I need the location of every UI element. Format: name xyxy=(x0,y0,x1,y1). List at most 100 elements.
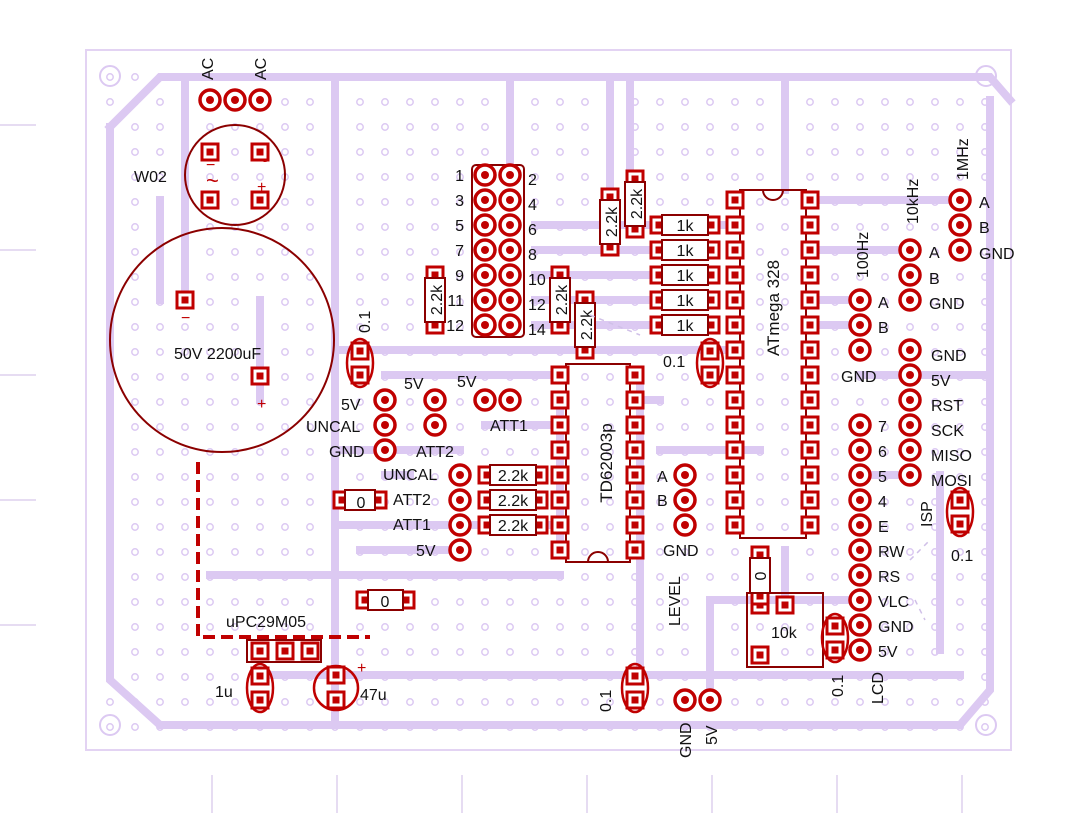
hole xyxy=(531,148,539,156)
hole xyxy=(781,398,789,406)
hole xyxy=(206,648,214,656)
pot-label: 10k xyxy=(771,625,798,642)
hole xyxy=(581,98,589,106)
hole xyxy=(556,623,564,631)
hole xyxy=(156,623,164,631)
resistor-value: 1k xyxy=(677,218,695,235)
hole xyxy=(181,473,189,481)
hole xyxy=(606,598,614,606)
hole xyxy=(306,98,314,106)
hole xyxy=(206,523,214,531)
hole xyxy=(406,698,414,706)
hole xyxy=(831,473,839,481)
hole xyxy=(606,573,614,581)
hole xyxy=(281,198,289,206)
pad-hole xyxy=(631,471,639,479)
hole xyxy=(831,548,839,556)
hole xyxy=(556,598,564,606)
hole xyxy=(781,448,789,456)
pad-hole xyxy=(731,196,739,204)
pin-label: GND xyxy=(979,246,1015,263)
hole xyxy=(456,273,464,281)
hole xyxy=(381,648,389,656)
freq-label: 10kHz xyxy=(905,179,922,224)
hole xyxy=(131,573,139,581)
hole xyxy=(831,348,839,356)
pad-hole xyxy=(606,193,614,201)
hole xyxy=(306,173,314,181)
pad-hole xyxy=(806,196,814,204)
resistor-value: 2.2k xyxy=(579,309,596,340)
hole xyxy=(781,523,789,531)
hole xyxy=(131,373,139,381)
pad-hole xyxy=(856,621,864,629)
hole xyxy=(656,98,664,106)
pad-hole xyxy=(731,271,739,279)
hole xyxy=(356,248,364,256)
hole xyxy=(856,173,864,181)
hole xyxy=(281,223,289,231)
hole xyxy=(881,498,889,506)
hole xyxy=(531,398,539,406)
hole xyxy=(856,223,864,231)
hole xyxy=(706,398,714,406)
hole xyxy=(306,523,314,531)
hole xyxy=(881,273,889,281)
hole xyxy=(906,648,914,656)
hole xyxy=(756,698,764,706)
hole xyxy=(781,298,789,306)
hole xyxy=(131,448,139,456)
hole xyxy=(656,373,664,381)
hole xyxy=(581,548,589,556)
pad-hole xyxy=(856,421,864,429)
hole xyxy=(281,98,289,106)
pad-hole xyxy=(806,246,814,254)
hole xyxy=(306,348,314,356)
hole xyxy=(381,248,389,256)
hole xyxy=(306,473,314,481)
hole xyxy=(731,698,739,706)
hole xyxy=(581,448,589,456)
resistor-value: 2.2k xyxy=(498,493,529,510)
pad-hole xyxy=(374,496,382,504)
hole xyxy=(356,273,364,281)
hole xyxy=(156,123,164,131)
pad-hole xyxy=(481,296,489,304)
pad-hole xyxy=(456,521,464,529)
hole xyxy=(531,548,539,556)
resistor-value: 0 xyxy=(357,495,366,512)
hole xyxy=(256,173,264,181)
hole xyxy=(206,373,214,381)
hole xyxy=(156,673,164,681)
hole xyxy=(131,123,139,131)
hole xyxy=(356,648,364,656)
hole xyxy=(681,623,689,631)
hole xyxy=(231,148,239,156)
cap-label: 0.1 xyxy=(951,548,973,565)
hole xyxy=(881,148,889,156)
pad-hole xyxy=(631,696,639,704)
pad-hole xyxy=(556,546,564,554)
pad-hole xyxy=(506,246,514,254)
hole xyxy=(456,123,464,131)
hole xyxy=(956,423,964,431)
hole xyxy=(581,373,589,381)
hole xyxy=(156,548,164,556)
hole xyxy=(231,273,239,281)
hole xyxy=(431,623,439,631)
hole xyxy=(156,498,164,506)
lcd-pin-label: RW xyxy=(878,544,905,561)
hole xyxy=(356,623,364,631)
hole xyxy=(731,648,739,656)
hole xyxy=(656,123,664,131)
hole xyxy=(381,298,389,306)
pad-hole xyxy=(631,175,639,183)
pad-hole xyxy=(556,446,564,454)
level-label: LEVEL xyxy=(667,576,684,626)
hole xyxy=(781,648,789,656)
hole xyxy=(206,323,214,331)
hole xyxy=(456,648,464,656)
hole xyxy=(131,223,139,231)
hole xyxy=(306,698,314,706)
hole xyxy=(206,698,214,706)
